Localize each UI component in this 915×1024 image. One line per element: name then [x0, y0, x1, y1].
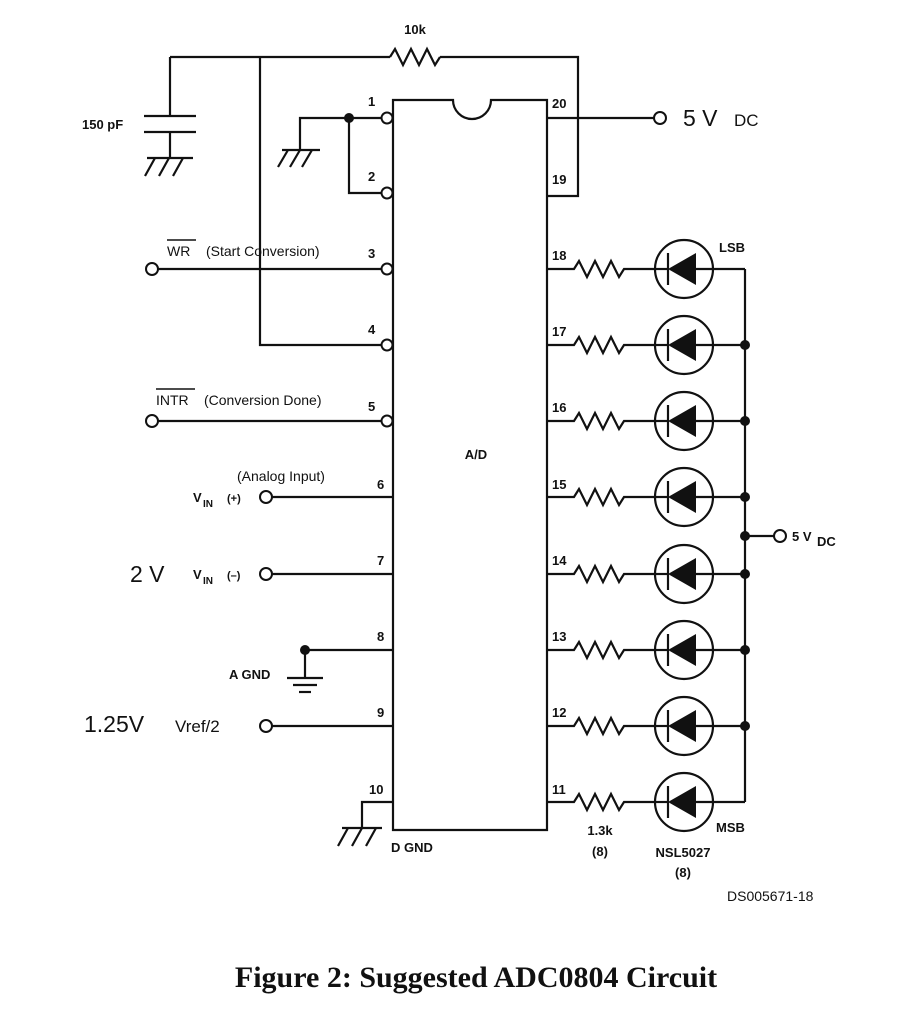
pin-label-1: 1	[368, 94, 375, 109]
analog-input-label: (Analog Input)	[237, 468, 325, 484]
msb-label: MSB	[716, 820, 745, 835]
pin-label-12: 12	[552, 705, 566, 720]
agnd-label: A GND	[229, 667, 270, 682]
vin-minus-sub: IN	[203, 576, 213, 587]
feedback-resistor-label: 10k	[404, 22, 426, 37]
output-resistor-16	[547, 410, 654, 432]
output-resistor-13	[547, 639, 654, 661]
supply-top-voltage: 5 V	[683, 105, 718, 131]
led-icon	[653, 619, 745, 681]
vin-minus-v: V	[193, 567, 202, 582]
dgnd-label: D GND	[391, 840, 433, 855]
led-count-label: (8)	[675, 865, 691, 880]
vin-plus-terminal	[259, 490, 273, 504]
pin1-pin2-ground	[277, 113, 383, 195]
pin-label-16: 16	[552, 400, 566, 415]
agnd-ground-icon	[287, 676, 323, 694]
pin-label-19: 19	[552, 172, 566, 187]
pin-label-6: 6	[377, 477, 384, 492]
figure-caption: Figure 2: Suggested ADC0804 Circuit	[235, 961, 717, 994]
supply-terminal	[653, 111, 667, 125]
vref-value: 1.25V	[84, 711, 145, 737]
pin-label-9: 9	[377, 705, 384, 720]
adc-chip: A/D	[391, 98, 549, 832]
left-pin-labels: 1 2 3 4 5 6 7 8 9 10	[368, 94, 384, 797]
resistor-value-label: 1.3k	[587, 823, 613, 838]
wr-description: (Start Conversion)	[206, 243, 320, 259]
pin-label-15: 15	[552, 477, 566, 492]
led-part-label: NSL5027	[656, 845, 711, 860]
led-supply-dc: DC	[817, 534, 836, 549]
capacitor-label: 150 pF	[82, 117, 123, 132]
led-icon	[653, 771, 745, 833]
output-resistor-14	[547, 563, 654, 585]
pin-label-17: 17	[552, 324, 566, 339]
vin-plus-sub: IN	[203, 499, 213, 510]
pin-label-2: 2	[368, 169, 375, 184]
led-icon	[653, 466, 745, 528]
vref-terminal	[259, 719, 273, 733]
vin-plus-sign: (+)	[227, 493, 241, 505]
pin-label-10: 10	[369, 782, 383, 797]
pin-label-3: 3	[368, 246, 375, 261]
wr-signal: WR (Start Conversion)	[145, 239, 381, 276]
led-supply-terminal	[773, 529, 787, 543]
pin-label-13: 13	[552, 629, 566, 644]
led-icon	[653, 543, 745, 605]
wr-terminal	[145, 262, 159, 276]
pin-label-18: 18	[552, 248, 566, 263]
chip-label: A/D	[465, 447, 487, 462]
vin-minus-signal: 2 V V IN (–)	[130, 561, 393, 587]
output-resistor-18	[547, 258, 654, 280]
dgnd-signal: D GND	[337, 800, 433, 855]
pin-label-14: 14	[552, 553, 567, 568]
output-resistor-12	[547, 715, 654, 737]
output-resistor-11	[547, 791, 654, 813]
pin-label-8: 8	[377, 629, 384, 644]
wr-label: WR	[167, 243, 190, 259]
output-leds	[653, 238, 745, 833]
right-pin-labels: 20 19 18 17 16 15 14 13 12 11	[552, 96, 567, 797]
led-icon	[653, 695, 745, 757]
pin-label-7: 7	[377, 553, 384, 568]
vref-signal: 1.25V Vref/2	[84, 711, 393, 737]
pin-label-5: 5	[368, 399, 375, 414]
capacitor-ground-icon	[144, 156, 193, 177]
led-icon	[653, 314, 745, 376]
feedback-network: 10k 150 pF	[82, 22, 580, 347]
led-common-bus: 5 V DC	[740, 269, 836, 802]
vin-minus-value: 2 V	[130, 561, 165, 587]
led-icon	[653, 238, 745, 300]
lsb-label: LSB	[719, 240, 745, 255]
supply-top-dc: DC	[734, 111, 759, 130]
resistor-count-label: (8)	[592, 844, 608, 859]
vin-plus-signal: (Analog Input) V IN (+)	[193, 468, 393, 510]
pin-label-4: 4	[368, 322, 376, 337]
agnd-signal: A GND	[229, 645, 393, 694]
dgnd-ground-icon	[337, 826, 382, 847]
intr-description: (Conversion Done)	[204, 392, 322, 408]
vin-minus-sign: (–)	[227, 570, 241, 582]
output-resistor-17	[547, 334, 654, 356]
intr-label: INTR	[156, 392, 189, 408]
led-supply-voltage: 5 V	[792, 529, 812, 544]
left-pin-terminals	[380, 111, 394, 428]
document-id: DS005671-18	[727, 888, 814, 904]
intr-signal: INTR (Conversion Done)	[145, 388, 381, 428]
led-icon	[653, 390, 745, 452]
pin-label-11: 11	[552, 782, 566, 797]
pin-label-20: 20	[552, 96, 566, 111]
vin-plus-v: V	[193, 490, 202, 505]
ground-icon	[277, 148, 320, 168]
vin-minus-terminal	[259, 567, 273, 581]
intr-terminal	[145, 414, 159, 428]
output-labels: LSB MSB 1.3k (8) NSL5027 (8)	[587, 240, 745, 880]
supply-top: 5 V DC	[547, 105, 759, 131]
vref-label: Vref/2	[175, 717, 220, 736]
output-resistors	[547, 258, 654, 813]
output-resistor-15	[547, 486, 654, 508]
